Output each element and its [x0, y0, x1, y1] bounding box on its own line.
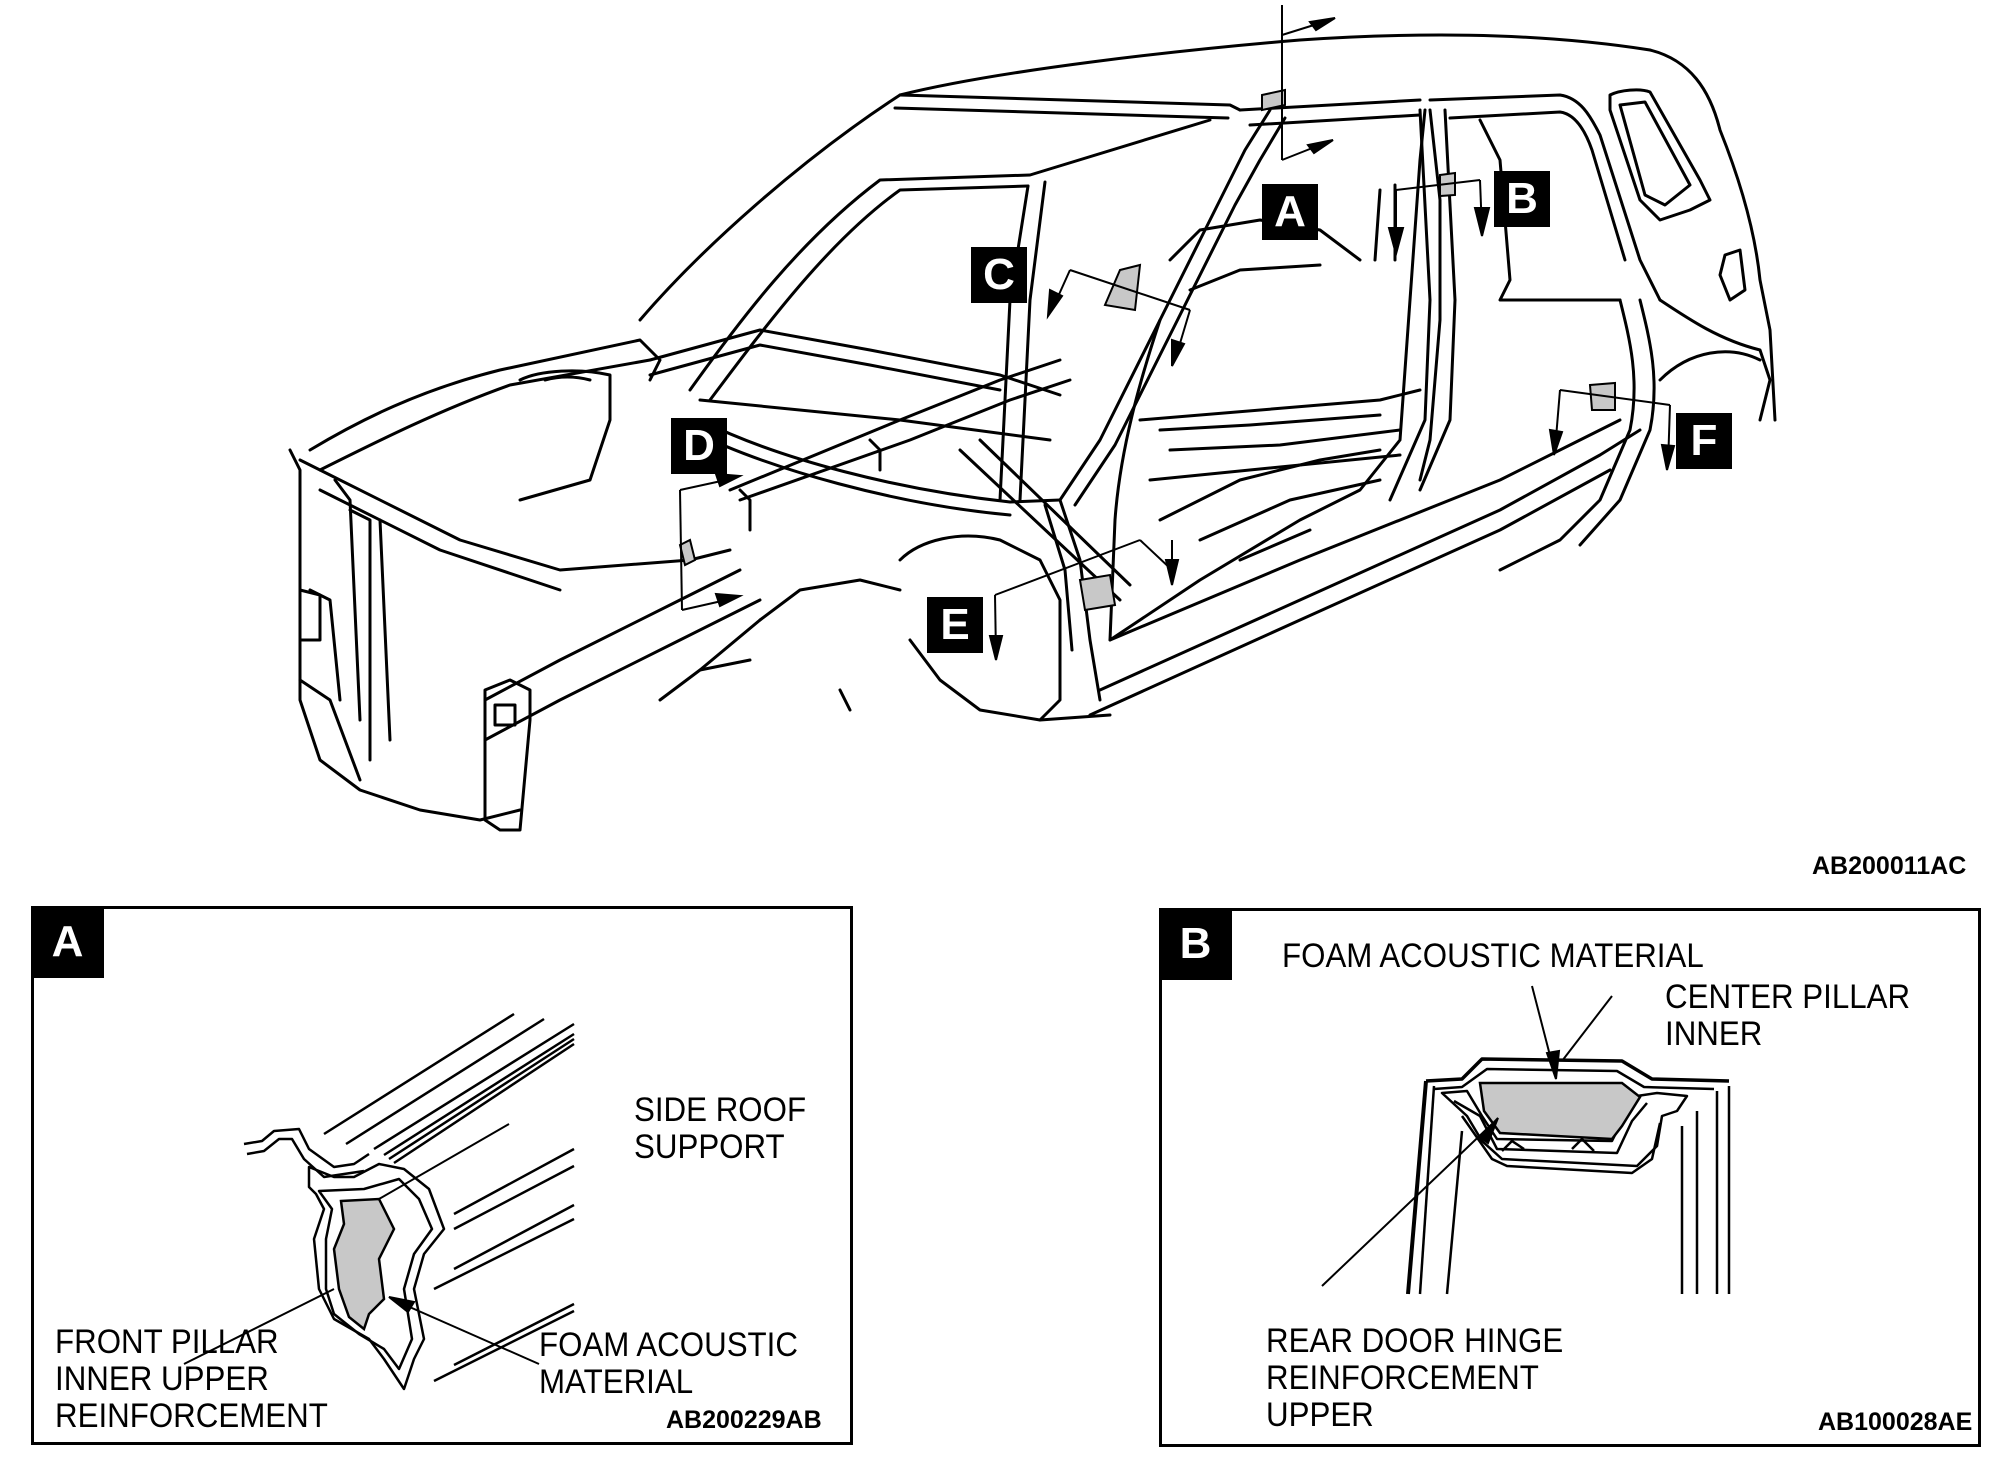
quarter-window — [1608, 88, 1712, 222]
rear-door-window — [1428, 93, 1662, 302]
main-figure-code: AB200011AC — [1812, 852, 1967, 880]
detail-panel-b: B — [1159, 908, 1981, 1447]
panel-b-foam-fill — [1478, 1081, 1642, 1141]
panel-a-section-drawing — [183, 1012, 575, 1391]
windshield-outline — [688, 118, 1212, 392]
center-pillar — [1388, 108, 1432, 502]
label-foam-acoustic-material-a: FOAM ACOUSTIC MATERIAL — [539, 1326, 798, 1401]
panel-a-tag: A — [31, 906, 104, 978]
fuel-door — [1718, 248, 1747, 302]
label-center-pillar-inner: CENTER PILLAR INNER — [1665, 978, 1911, 1053]
label-side-roof-support: SIDE ROOF SUPPORT — [634, 1091, 807, 1166]
leader-side-roof-support — [378, 1123, 510, 1200]
radiator-support — [288, 448, 522, 822]
vehicle-body-illustration: A B C D E F — [288, 5, 1777, 832]
side-sill — [1108, 418, 1622, 642]
roof-outline — [638, 33, 1777, 422]
callout-d: D — [671, 418, 727, 474]
callout-e: E — [927, 597, 983, 653]
detail-panel-a: A — [31, 906, 853, 1445]
panel-b-section-drawing — [1321, 985, 1731, 1295]
foam-marker-a — [1261, 88, 1286, 112]
label-front-pillar-inner-upper-reinforcement: FRONT PILLAR INNER UPPER REINFORCEMENT — [55, 1323, 328, 1435]
panel-a-foam-fill — [332, 1197, 396, 1332]
strut-tower — [518, 369, 612, 502]
leader-center-pillar — [1561, 995, 1613, 1062]
label-rear-door-hinge-reinforcement-upper: REAR DOOR HINGE REINFORCEMENT UPPER — [1266, 1322, 1564, 1434]
callout-c: C — [971, 247, 1027, 303]
panel-a-figure-code: AB200229AB — [666, 1406, 822, 1434]
front-wheel-housing — [898, 534, 1062, 722]
panel-b-figure-code: AB100028AE — [1818, 1408, 1973, 1436]
callout-f: F — [1676, 413, 1732, 469]
leader-rear-door-hinge — [1321, 1123, 1493, 1287]
fender-apron-left — [308, 338, 662, 452]
callout-b: B — [1494, 171, 1550, 227]
cowl-panel — [648, 328, 1062, 397]
callout-a: A — [1262, 184, 1318, 240]
foam-marker-d — [678, 538, 697, 567]
strut-brace — [958, 448, 1122, 602]
leader-foam-a — [395, 1300, 540, 1365]
rear-wheel-arch — [1658, 350, 1762, 382]
label-foam-acoustic-material-b: FOAM ACOUSTIC MATERIAL — [1282, 937, 1704, 975]
front-door-opening — [1108, 108, 1427, 642]
vehicle-body-drawing — [288, 5, 1777, 832]
leader-front-pillar — [183, 1288, 335, 1365]
panel-b-tag: B — [1159, 908, 1232, 980]
front-side-rail — [728, 358, 1062, 492]
foam-marker-e — [1078, 573, 1117, 612]
